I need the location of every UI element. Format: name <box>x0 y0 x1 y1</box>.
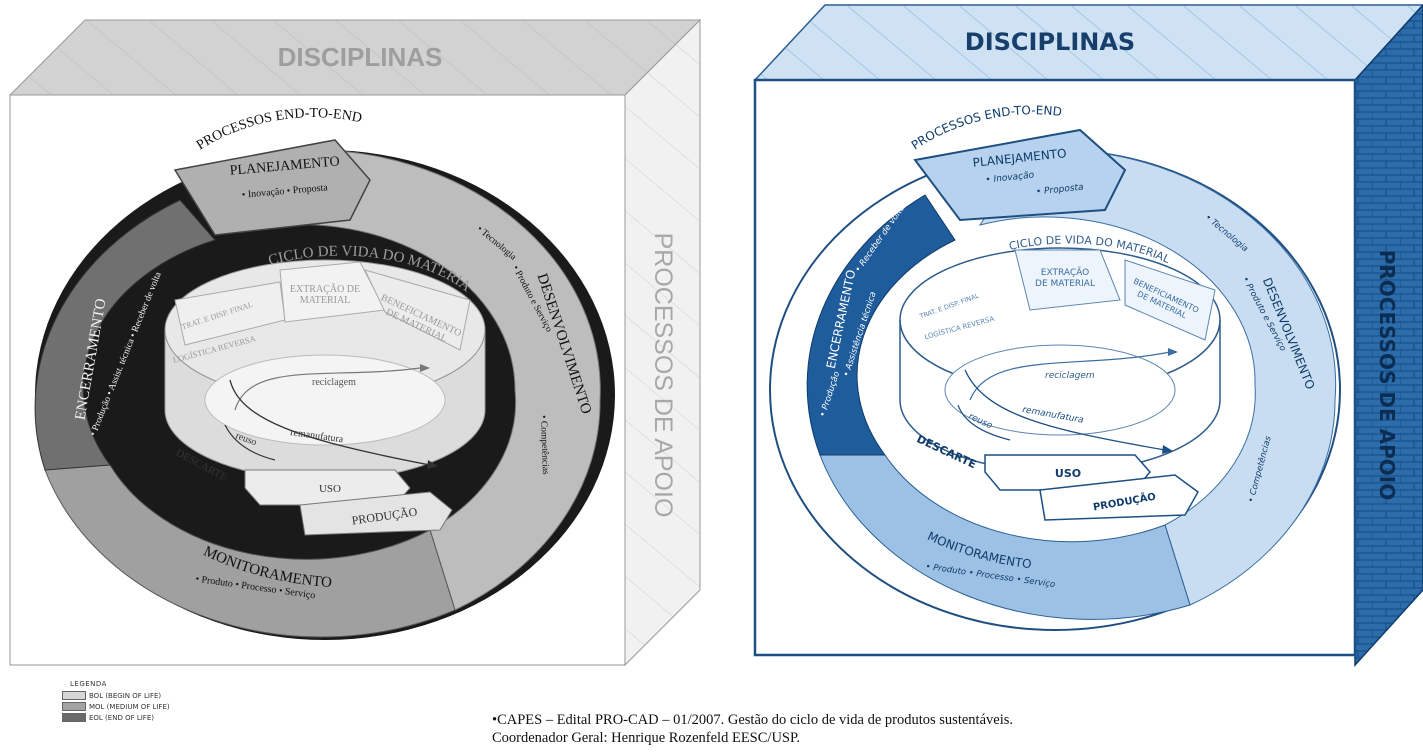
legend-swatch-bol <box>62 691 86 700</box>
left-competencias-label: • Competências <box>538 415 550 475</box>
right-monitoramento-segment <box>819 454 1191 620</box>
legend-item-bol: BOL (BEGIN OF LIFE) <box>62 690 222 701</box>
left-reciclagem-label: reciclagem <box>312 377 356 388</box>
legend: LEGENDA BOL (BEGIN OF LIFE) MOL (MEDIUM … <box>62 680 222 723</box>
left-planejamento-arrow <box>173 139 371 236</box>
left-diagram: DISCIPLINAS PROCESSOS DE APOIO CICLO DE … <box>0 0 702 667</box>
right-producao-arrow <box>1039 474 1199 521</box>
left-encerramento-segment <box>34 199 216 471</box>
legend-swatch-eol <box>62 713 86 722</box>
left-desenvolvimento-segment <box>243 149 601 611</box>
credit-line-2: Coordenador Geral: Henrique Rozenfeld EE… <box>492 730 801 746</box>
right-uso-label: USO <box>1055 467 1081 480</box>
left-reciclagem-arrow <box>234 367 421 411</box>
right-reciclagem-arrow <box>969 351 1171 401</box>
right-diagram: DISCIPLINAS PROCESSOS DE APOIO CICLO DE … <box>753 3 1423 667</box>
credit-line-1: •CAPES – Edital PRO-CAD – 01/2007. Gestã… <box>492 712 1013 728</box>
left-reuso-arrow <box>224 424 276 461</box>
right-disciplinas-label: DISCIPLINAS <box>965 28 1135 56</box>
right-desenvolvimento-segment <box>978 148 1337 606</box>
right-reuso-arrow <box>957 404 1011 441</box>
right-remanufatura-arrow <box>964 369 1166 451</box>
right-processos-apoio-label: PROCESSOS DE APOIO <box>1375 250 1399 501</box>
legend-label-bol: BOL (BEGIN OF LIFE) <box>89 691 162 700</box>
legend-swatch-mol <box>62 702 86 711</box>
left-monitoramento-segment <box>44 464 456 638</box>
left-remanufatura-arrow <box>229 379 431 466</box>
legend-label-mol: MOL (MEDIUM OF LIFE) <box>89 702 170 711</box>
legend-item-mol: MOL (MEDIUM OF LIFE) <box>62 701 222 712</box>
right-proposta-label: • Proposta <box>1036 183 1085 198</box>
legend-title: LEGENDA <box>70 680 107 688</box>
credit-note: •CAPES – Edital PRO-CAD – 01/2007. Gestã… <box>492 711 1013 747</box>
right-reciclagem-label: reciclagem <box>1045 371 1095 381</box>
left-processos-apoio-label: PROCESSOS DE APOIO <box>649 233 677 518</box>
right-planejamento-arrow <box>913 128 1127 222</box>
legend-item-eol: EOL (END OF LIFE) <box>62 712 222 723</box>
left-uso-label: USO <box>319 483 341 495</box>
legend-label-eol: EOL (END OF LIFE) <box>89 713 154 722</box>
left-producao-arrow <box>299 491 453 536</box>
right-encerramento-segment <box>806 194 956 456</box>
left-disciplinas-label: DISCIPLINAS <box>278 42 443 72</box>
